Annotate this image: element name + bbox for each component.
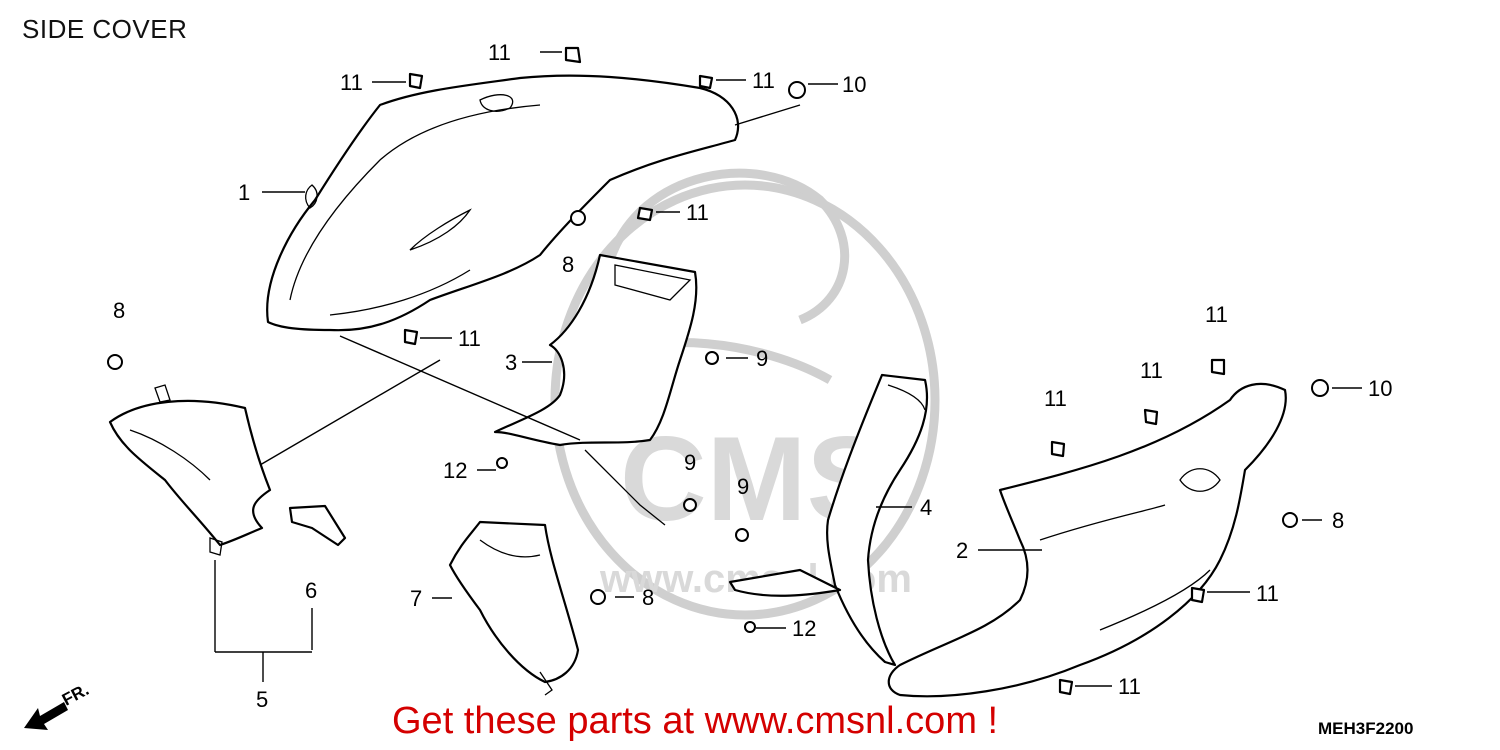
fastener-10-right: [1311, 379, 1329, 397]
callout-8-left: 8: [113, 298, 125, 323]
callout-3: 3: [505, 350, 517, 375]
part-4-inner-panel: [728, 373, 929, 667]
callout-6: 6: [305, 578, 317, 603]
callout-9-c: 9: [737, 474, 749, 499]
fastener-10-top: [788, 81, 806, 99]
clip-11-b: [408, 72, 424, 90]
callout-8-right: 8: [1332, 508, 1344, 533]
leader-lines: [214, 51, 1362, 687]
callout-11-g: 11: [1140, 358, 1163, 383]
fastener-8-right: [1282, 512, 1298, 528]
callout-10-top: 10: [842, 72, 866, 97]
callout-11-i: 11: [1256, 581, 1279, 606]
callout-12-a: 12: [443, 458, 467, 483]
clip-11-d: [636, 206, 654, 222]
callout-11-b: 11: [340, 70, 363, 95]
callout-11-d: 11: [686, 200, 709, 225]
callout-8-low: 8: [642, 585, 654, 610]
part-5-left-lower-panel: [108, 384, 272, 556]
callout-9-a: 9: [756, 346, 768, 371]
part-2-side-cover: [887, 382, 1287, 698]
callouts: 1 2 3 4 5 6 7 8 8 8 8 9 9 9 10 10 11 11 …: [113, 40, 1392, 712]
part-7-lower-fairing: [448, 520, 580, 696]
fastener-9-c: [735, 528, 749, 542]
part-3-inner-panel: [493, 253, 698, 526]
clip-11-f: [1210, 358, 1226, 376]
part-6-pad: [288, 504, 347, 547]
clip-11-g: [1143, 408, 1159, 426]
callout-11-h: 11: [1044, 386, 1067, 411]
fastener-8-left: [107, 354, 123, 370]
front-direction-arrow: FR.: [24, 684, 92, 730]
clip-11-h: [1050, 440, 1066, 458]
fastener-8-low: [590, 589, 606, 605]
clip-11-a: [564, 46, 582, 64]
callout-2: 2: [956, 538, 968, 563]
callout-9-b: 9: [684, 450, 696, 475]
clip-11-c: [698, 74, 714, 90]
callout-11-a: 11: [488, 40, 511, 65]
fastener-9-b: [683, 498, 697, 512]
callout-5: 5: [256, 687, 268, 712]
clip-11-i: [1190, 586, 1206, 604]
clip-11-e: [403, 328, 419, 346]
callout-11-c: 11: [752, 68, 775, 93]
callout-1: 1: [238, 180, 250, 205]
diagram-code: MEH3F2200: [1318, 719, 1414, 738]
callout-7: 7: [410, 586, 422, 611]
callout-11-j: 11: [1118, 674, 1141, 699]
callout-12-b: 12: [792, 616, 816, 641]
fastener-9-a: [705, 351, 719, 365]
clip-11-j: [1058, 678, 1074, 696]
diagram-title: SIDE COVER: [22, 14, 188, 44]
fasteners: [107, 46, 1329, 696]
callout-8-mid: 8: [562, 252, 574, 277]
fastener-8-mid: [570, 210, 586, 226]
callout-10-right: 10: [1368, 376, 1392, 401]
callout-11-f: 11: [1205, 302, 1228, 327]
fastener-12-b: [744, 621, 756, 633]
arrow-icon: [24, 702, 68, 730]
promo-banner: Get these parts at www.cmsnl.com !: [392, 700, 999, 742]
callout-11-e: 11: [458, 326, 481, 351]
fastener-12-a: [496, 457, 508, 469]
part-1-upper-cover: [266, 74, 740, 332]
callout-4: 4: [920, 495, 932, 520]
